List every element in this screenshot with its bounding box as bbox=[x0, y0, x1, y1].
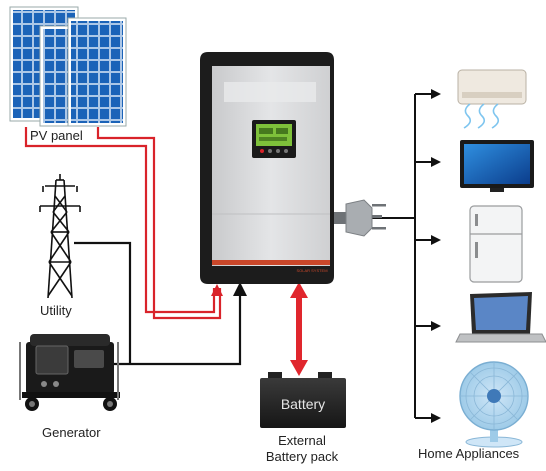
battery-arrow bbox=[290, 282, 308, 376]
generator-icon bbox=[20, 334, 120, 411]
solar-panel-icon bbox=[10, 7, 126, 126]
transmission-tower-icon bbox=[40, 174, 80, 298]
pv-arrowhead bbox=[211, 284, 223, 296]
battery-label: Battery bbox=[281, 396, 325, 412]
air-conditioner-icon bbox=[458, 70, 526, 128]
laptop-icon bbox=[456, 292, 546, 342]
external-battery-label-line1: External bbox=[252, 433, 352, 449]
ac-input-arrowhead bbox=[233, 282, 247, 296]
external-battery-label: External Battery pack bbox=[252, 433, 352, 465]
refrigerator-icon bbox=[470, 206, 522, 282]
external-battery-label-line2: Battery pack bbox=[252, 449, 352, 465]
inverter-icon: SOLAR SYSTEM bbox=[200, 52, 334, 284]
tv-icon bbox=[460, 140, 534, 192]
pv-wire bbox=[26, 127, 220, 318]
battery-icon: Battery bbox=[260, 372, 346, 428]
output-arrowheads bbox=[431, 89, 441, 423]
pv-panel-label: PV panel bbox=[30, 128, 83, 143]
inverter-brand: SOLAR SYSTEM bbox=[296, 268, 327, 273]
plug-icon bbox=[334, 200, 386, 236]
utility-label: Utility bbox=[40, 303, 72, 318]
home-appliances-label: Home Appliances bbox=[418, 446, 519, 461]
output-wire bbox=[364, 94, 433, 418]
generator-label: Generator bbox=[42, 425, 101, 440]
fan-icon bbox=[460, 362, 528, 447]
